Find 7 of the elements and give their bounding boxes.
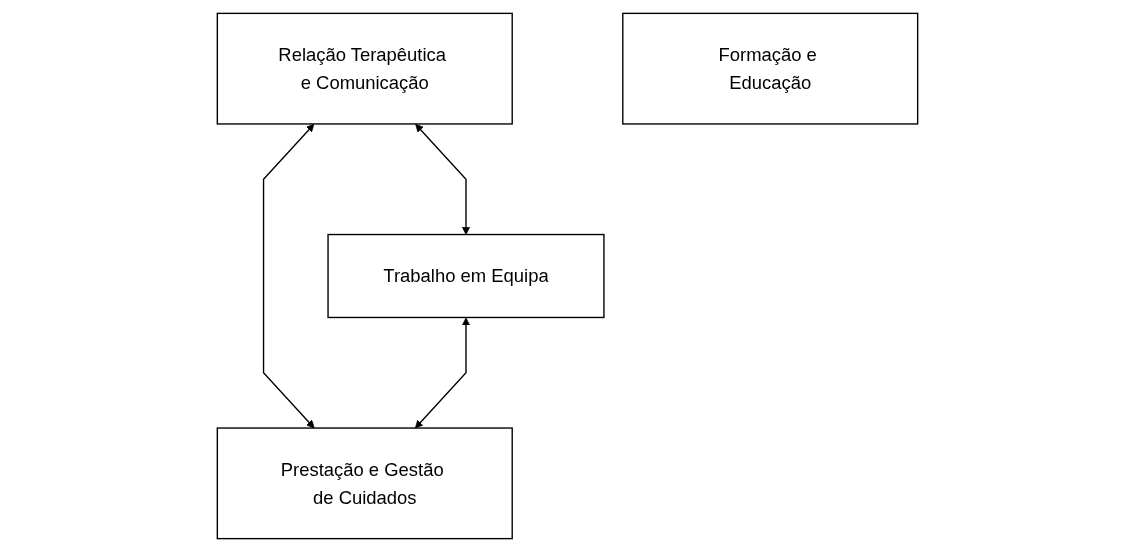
node-box: Prestação e Gestão de Cuidados bbox=[216, 427, 513, 540]
node-box: Relação Terapêutica e Comunicação bbox=[216, 12, 513, 125]
arrow bbox=[415, 317, 471, 429]
node-box: Trabalho em Equipa bbox=[327, 233, 605, 319]
arrow bbox=[262, 123, 315, 429]
arrow bbox=[415, 123, 471, 235]
node-box: Formação e Educação bbox=[622, 12, 919, 125]
